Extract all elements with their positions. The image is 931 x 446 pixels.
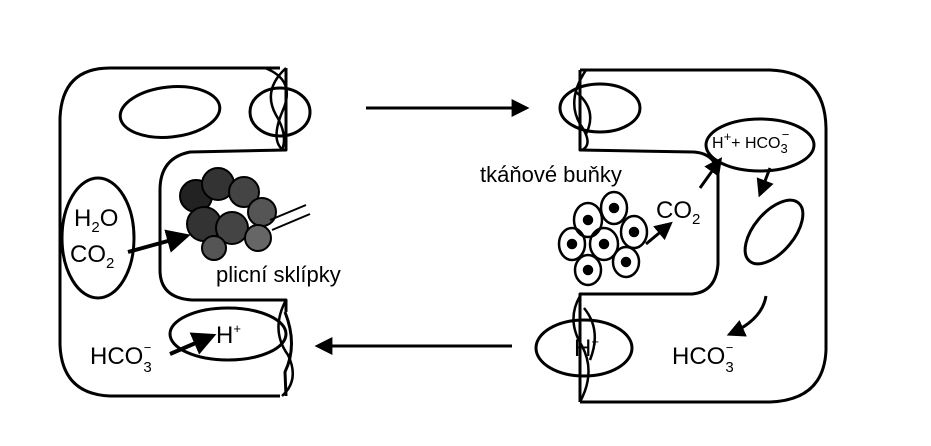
- left-vessel-twist-top: [264, 66, 288, 151]
- label-hco3-left: HCO3−: [90, 340, 152, 376]
- right-vessel-twist-bottom: [572, 295, 597, 403]
- right-cell-empty: [743, 198, 805, 266]
- label-co2-right: CO2: [656, 197, 700, 228]
- right-cell-hplus: [534, 318, 634, 378]
- left-cell-hplus: [168, 306, 288, 362]
- left-top-cell-2: [248, 86, 312, 138]
- label-hplus-left: H+: [216, 321, 241, 349]
- right-vessel-outline: [578, 68, 828, 404]
- label-hco3-right: HCO3−: [672, 340, 734, 376]
- left-vessel-twist-bottom: [277, 299, 295, 397]
- arrow-to-hco3-right: [726, 295, 768, 337]
- arrow-co2-to-cell: [698, 157, 723, 189]
- alveoli-cluster: [179, 167, 311, 261]
- right-top-cell: [558, 82, 642, 134]
- label-tissue: tkáňové buňky: [480, 162, 622, 187]
- label-alveoli: plicní sklípky: [216, 262, 341, 287]
- arrow-hco3-to-hplus: [169, 332, 217, 356]
- arrow-hplus-hco3-down: [756, 167, 774, 198]
- right-cell-hplus-hco3: [704, 117, 816, 173]
- arrow-tissue-to-co2: [645, 221, 673, 246]
- label-h2o: H2O: [74, 205, 118, 236]
- tissue-cells: [557, 190, 649, 287]
- arrow-co2-to-alveoli: [127, 229, 191, 254]
- label-hplus-right: H+: [574, 334, 599, 362]
- left-cell-h2o-co2: [60, 176, 136, 300]
- label-hplus-hco3: H++ HCO3−: [712, 127, 789, 156]
- right-vessel-twist-top: [573, 69, 592, 152]
- label-co2-left: CO2: [70, 241, 114, 272]
- left-vessel-outline: [58, 66, 293, 398]
- left-top-cell-1: [118, 85, 222, 139]
